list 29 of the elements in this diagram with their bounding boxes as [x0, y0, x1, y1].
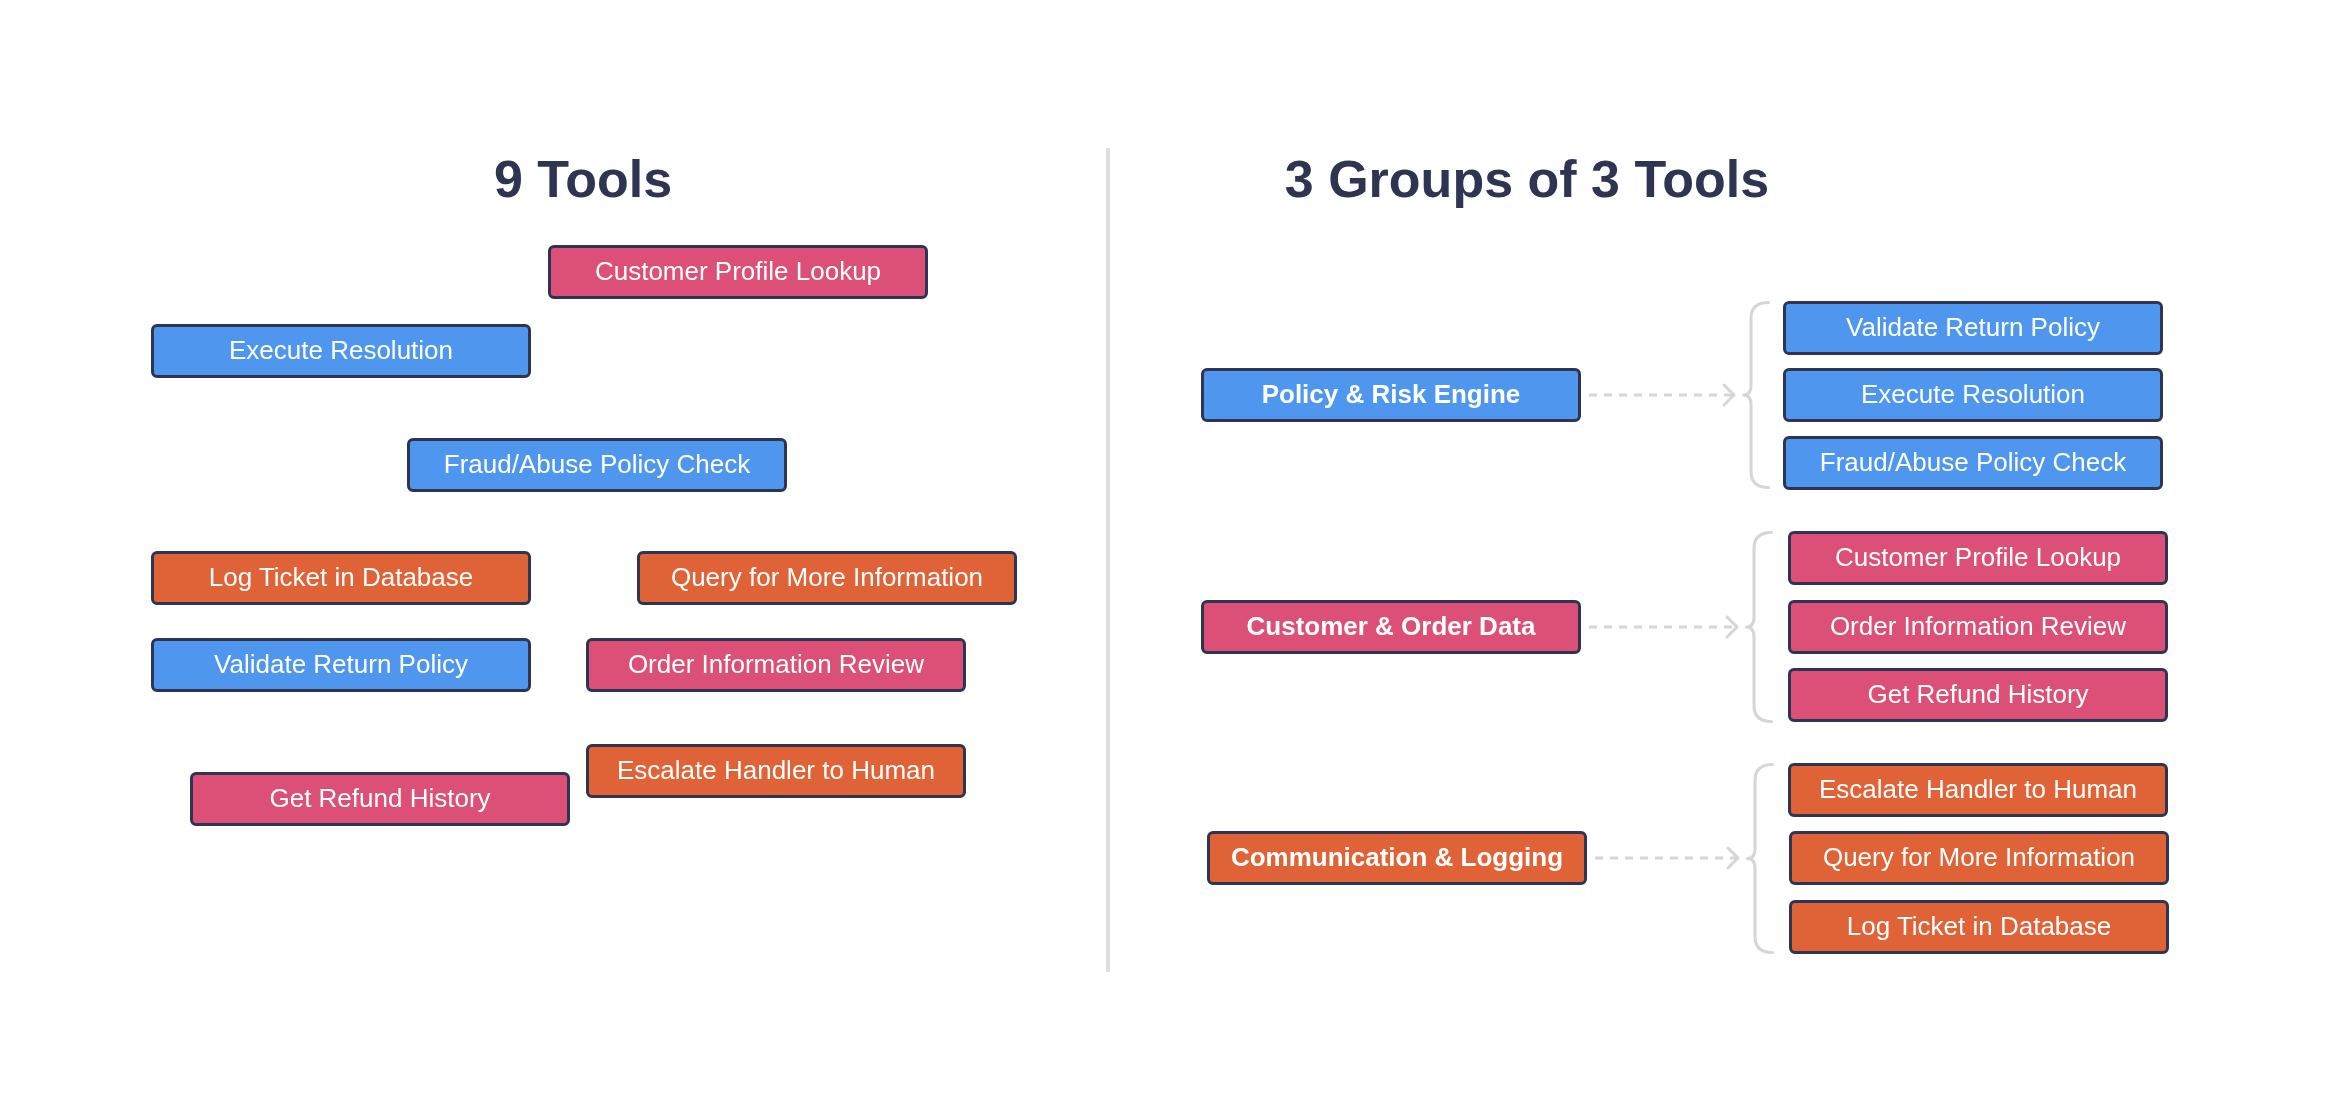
group-box: Communication & Logging: [1207, 831, 1587, 885]
dashed-arrow: [1595, 846, 1740, 870]
tool-box: Validate Return Policy: [151, 638, 531, 692]
tool-box: Query for More Information: [637, 551, 1017, 605]
group-box: Customer & Order Data: [1201, 600, 1581, 654]
tool-box: Log Ticket in Database: [151, 551, 531, 605]
tool-box: Execute Resolution: [151, 324, 531, 378]
tool-box: Customer Profile Lookup: [1788, 531, 2168, 585]
tool-box: Get Refund History: [1788, 668, 2168, 722]
dashed-arrow: [1589, 615, 1739, 639]
tool-box: Query for More Information: [1789, 831, 2169, 885]
curly-brace: [1742, 301, 1770, 489]
curly-brace: [1745, 531, 1773, 723]
tool-box: Escalate Handler to Human: [586, 744, 966, 798]
tool-box: Order Information Review: [586, 638, 966, 692]
tool-box: Order Information Review: [1788, 600, 2168, 654]
tool-box: Escalate Handler to Human: [1788, 763, 2168, 817]
tool-box: Fraud/Abuse Policy Check: [1783, 436, 2163, 490]
tool-box: Customer Profile Lookup: [548, 245, 928, 299]
group-box: Policy & Risk Engine: [1201, 368, 1581, 422]
tool-box: Fraud/Abuse Policy Check: [407, 438, 787, 492]
dashed-arrow: [1589, 383, 1736, 407]
tool-box: Execute Resolution: [1783, 368, 2163, 422]
tool-box: Validate Return Policy: [1783, 301, 2163, 355]
tool-box: Get Refund History: [190, 772, 570, 826]
panel-heading: 3 Groups of 3 Tools: [1284, 151, 1770, 209]
panel-heading: 9 Tools: [493, 151, 673, 209]
tool-box: Log Ticket in Database: [1789, 900, 2169, 954]
curly-brace: [1746, 763, 1774, 954]
